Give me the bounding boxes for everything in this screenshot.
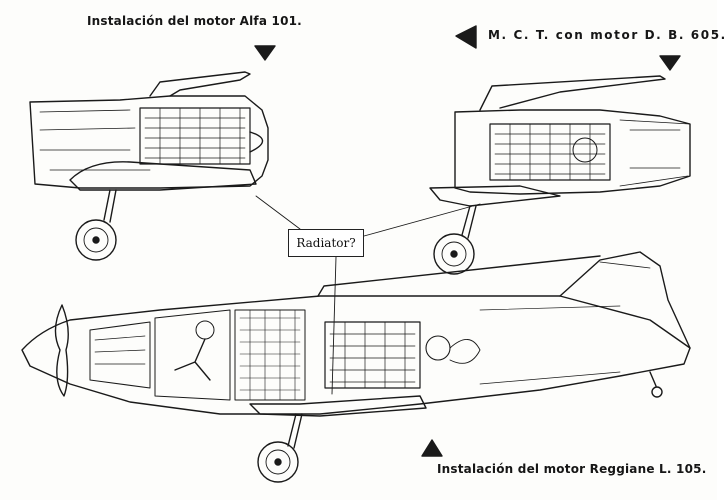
radiator-callout-label: Radiator?: [296, 236, 356, 250]
db605-engine-caption: M. C. T. con motor D. B. 605.: [488, 28, 727, 42]
reggiane-aircraft-drawing: [21, 251, 691, 483]
reggiane-engine-caption: Instalación del motor Reggiane L. 105.: [437, 462, 707, 476]
alfa-engine-caption: Instalación del motor Alfa 101.: [87, 14, 302, 28]
radiator-callout: Radiator?: [288, 229, 364, 257]
callout-pointers: [255, 195, 481, 395]
db605-engine-drawing: [429, 25, 691, 275]
alfa-engine-drawing: [29, 45, 276, 261]
